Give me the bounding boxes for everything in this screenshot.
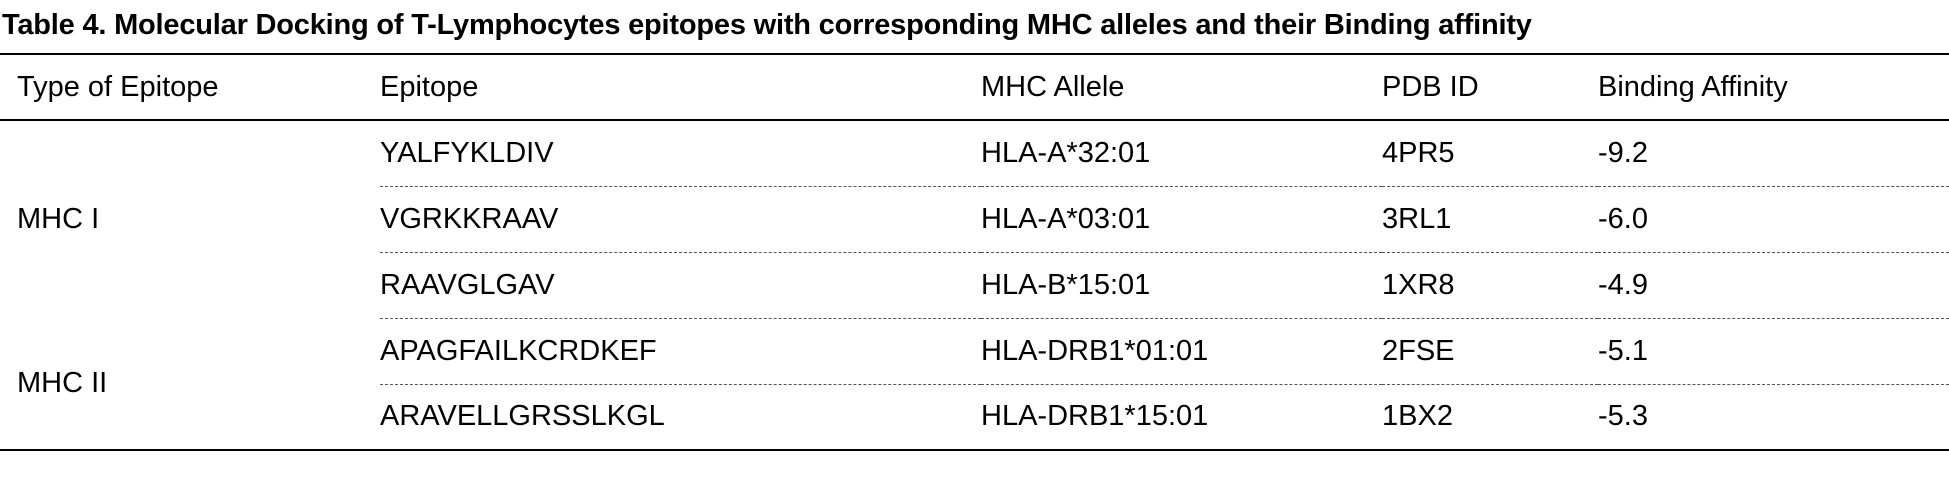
header-epitope: Epitope (380, 53, 981, 121)
mhc-allele-cell: HLA-B*15:01 (981, 252, 1382, 319)
binding-affinity-cell: -5.1 (1598, 318, 1949, 385)
table-row: VGRKKRAAV HLA-A*03:01 3RL1 -6.0 (0, 186, 1949, 253)
pdb-id-cell: 1BX2 (1382, 384, 1598, 451)
pdb-id-cell: 2FSE (1382, 318, 1598, 385)
header-mhc-allele: MHC Allele (981, 53, 1382, 121)
binding-affinity-cell: -6.0 (1598, 186, 1949, 253)
docking-table: Type of Epitope Epitope MHC Allele PDB I… (0, 53, 1949, 451)
mhc-allele-cell: HLA-A*03:01 (981, 186, 1382, 253)
header-binding-affinity: Binding Affinity (1598, 53, 1949, 121)
pdb-id-cell: 1XR8 (1382, 252, 1598, 319)
table-header-row: Type of Epitope Epitope MHC Allele PDB I… (0, 53, 1949, 121)
epitope-cell: ARAVELLGRSSLKGL (380, 384, 981, 451)
epitope-type-cell: MHC II (0, 318, 380, 451)
binding-affinity-cell: -9.2 (1598, 120, 1949, 187)
mhc-allele-cell: HLA-DRB1*01:01 (981, 318, 1382, 385)
epitope-type-cell: MHC I (17, 203, 100, 235)
table-row: ARAVELLGRSSLKGL HLA-DRB1*15:01 1BX2 -5.3 (0, 384, 1949, 451)
epitope-cell: VGRKKRAAV (380, 186, 981, 253)
mhc-allele-cell: HLA-DRB1*15:01 (981, 384, 1382, 451)
epitope-cell: RAAVGLGAV (380, 252, 981, 319)
pdb-id-cell: 3RL1 (1382, 186, 1598, 253)
table-row: MHC II APAGFAILKCRDKEF HLA-DRB1*01:01 2F… (0, 318, 1949, 451)
table-row: RAAVGLGAV HLA-B*15:01 1XR8 -4.9 (0, 252, 1949, 319)
epitope-cell: YALFYKLDIV (380, 120, 981, 187)
table-caption: Table 4. Molecular Docking of T-Lymphocy… (2, 9, 1532, 41)
epitope-cell: APAGFAILKCRDKEF (380, 318, 981, 385)
header-pdb-id: PDB ID (1382, 53, 1598, 121)
binding-affinity-cell: -5.3 (1598, 384, 1949, 451)
mhc-allele-cell: HLA-A*32:01 (981, 120, 1382, 187)
binding-affinity-cell: -4.9 (1598, 252, 1949, 319)
table-row: MHC I YALFYKLDIV HLA-A*32:01 4PR5 -9.2 (0, 120, 1949, 235)
header-type-of-epitope: Type of Epitope (0, 53, 380, 121)
pdb-id-cell: 4PR5 (1382, 120, 1598, 187)
